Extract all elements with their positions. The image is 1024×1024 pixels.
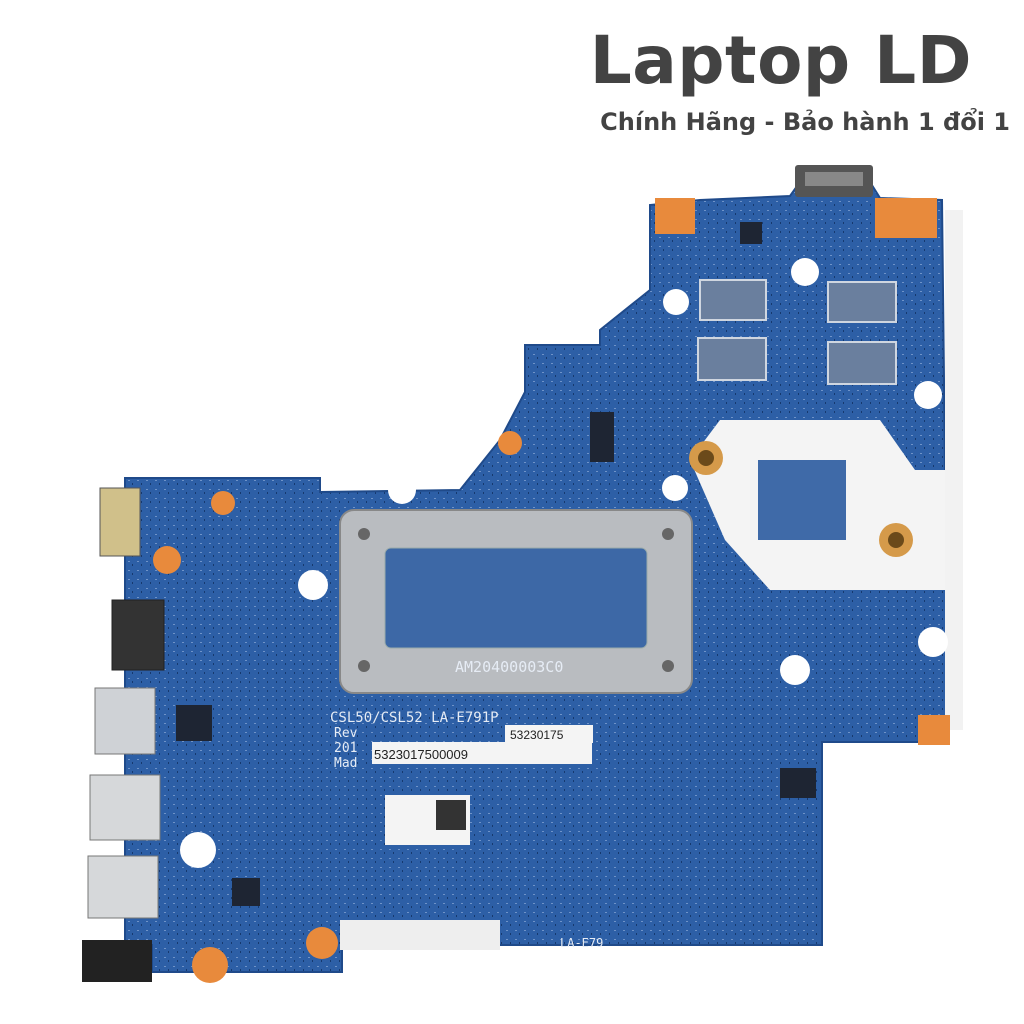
corner-label: LA-E79 <box>560 936 603 950</box>
mounting-pads <box>153 198 950 983</box>
made-silkscreen: Mad <box>334 756 357 771</box>
board-edge <box>945 210 963 730</box>
heatsink-text: AM20400003C0 <box>455 658 563 676</box>
serial-sticker <box>372 742 592 764</box>
sticker-code: 5323017500009 <box>374 747 468 762</box>
model-silkscreen: CSL50/CSL52 LA-E791P <box>330 710 499 726</box>
memory-chips <box>697 279 897 385</box>
rev-silkscreen: Rev <box>334 726 358 741</box>
sticker-code-short: 53230175 <box>510 728 564 742</box>
cpu-die <box>384 547 648 649</box>
gpu-chip <box>758 460 846 540</box>
mounting-holes <box>180 258 948 868</box>
ic-chips <box>176 222 816 906</box>
io-ports <box>82 487 165 982</box>
brand-subtitle: Chính Hãng - Bảo hành 1 đổi 1 <box>600 108 1010 136</box>
brand-title: Laptop LD <box>589 22 972 99</box>
year-silkscreen: 201 <box>334 741 357 756</box>
